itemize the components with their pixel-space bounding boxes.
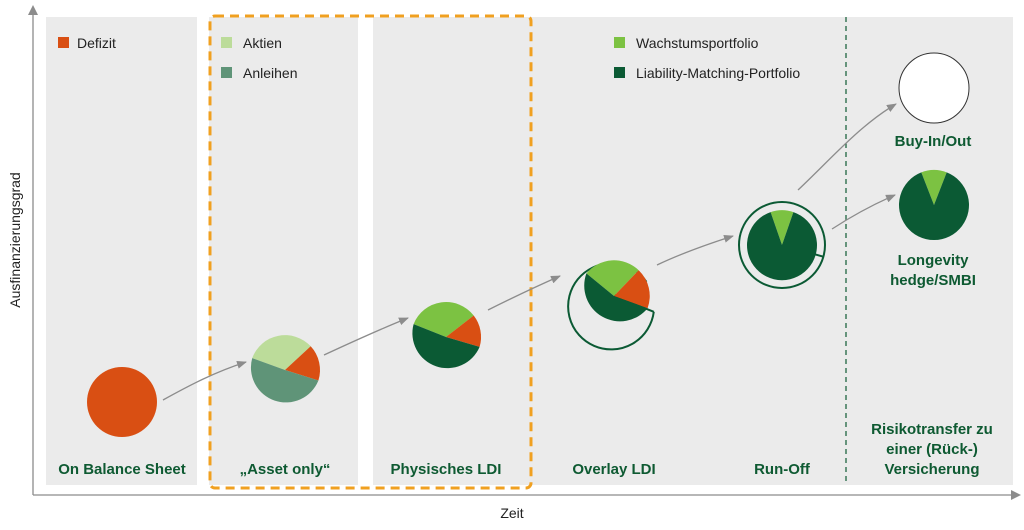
pie-overlay-ldi-wachstum — [586, 260, 639, 296]
stage-risikotransfer-line1: Risikotransfer zu — [871, 421, 993, 438]
pie-physisches-ldi-wachstum — [413, 302, 474, 337]
legend-swatch-lmp — [614, 67, 625, 78]
pie-asset-only-anleihen — [250, 358, 319, 403]
arrow-longevity — [831, 194, 896, 230]
legend-swatch-aktien — [221, 37, 232, 48]
pie-run-off-wachstum — [770, 210, 794, 245]
arrow-2 — [323, 317, 409, 356]
pie-asset-only-aktien — [252, 335, 311, 370]
stage-longevity-line1: Longevity — [898, 252, 969, 269]
stage-overlay-ldi: Overlay LDI — [572, 461, 655, 478]
arrow-3 — [487, 275, 561, 311]
arrow-buy-in — [797, 103, 897, 191]
pie-buy-in-out-empty — [898, 52, 970, 124]
y-axis-label: Ausfinanzierungsgrad — [7, 172, 23, 307]
highlight-box — [208, 14, 533, 490]
stage-risikotransfer-line2: einer (Rück-) — [886, 441, 978, 458]
pie-longevity-lmp — [899, 172, 969, 241]
pie-overlay-ldi-defizit — [614, 270, 650, 309]
stage-asset-only: „Asset only“ — [240, 461, 331, 478]
legend-swatch-anleihen — [221, 67, 232, 78]
legend-anleihen: Anleihen — [243, 65, 298, 81]
legend-aktien: Aktien — [243, 35, 282, 51]
legend-swatch-defizit — [58, 37, 69, 48]
pie-run-off-lmp — [747, 212, 817, 281]
x-axis-label: Zeit — [500, 505, 523, 521]
panel-asset-only — [209, 17, 358, 485]
pie-buy-in-out — [898, 52, 970, 124]
stage-longevity-line2: hedge/SMBI — [890, 272, 976, 289]
legend-lmp: Liability-Matching-Portfolio — [636, 65, 800, 81]
legend-defizit: Defizit — [77, 35, 116, 51]
stage-on-balance-sheet: On Balance Sheet — [58, 461, 186, 478]
stage-risikotransfer-line3: Versicherung — [884, 461, 979, 478]
pie-on-balance-sheet-defizit — [87, 367, 157, 437]
stage-run-off: Run-Off — [754, 461, 811, 478]
stage-buy-in-out: Buy-In/Out — [895, 133, 972, 150]
legend-wachstum: Wachstumsportfolio — [636, 35, 759, 51]
pie-overlay-ldi-lmp — [584, 273, 648, 322]
pie-physisches-ldi-defizit — [446, 315, 482, 347]
pie-asset-only-defizit — [285, 346, 320, 381]
pie-physisches-ldi — [412, 302, 482, 369]
pie-run-off — [738, 201, 826, 289]
pie-physisches-ldi-lmp — [412, 324, 480, 369]
pie-on-balance-sheet — [87, 367, 157, 437]
run-off-ring — [738, 201, 826, 289]
pie-overlay-ldi — [567, 260, 655, 351]
pie-asset-only — [250, 335, 320, 403]
pie-longevity — [899, 170, 969, 241]
arrow-1 — [162, 360, 247, 401]
legend-swatch-wachstum — [614, 37, 625, 48]
arrow-4 — [656, 234, 734, 266]
pie-longevity-wachstum — [921, 170, 947, 205]
stage-physisches-ldi: Physisches LDI — [391, 461, 502, 478]
